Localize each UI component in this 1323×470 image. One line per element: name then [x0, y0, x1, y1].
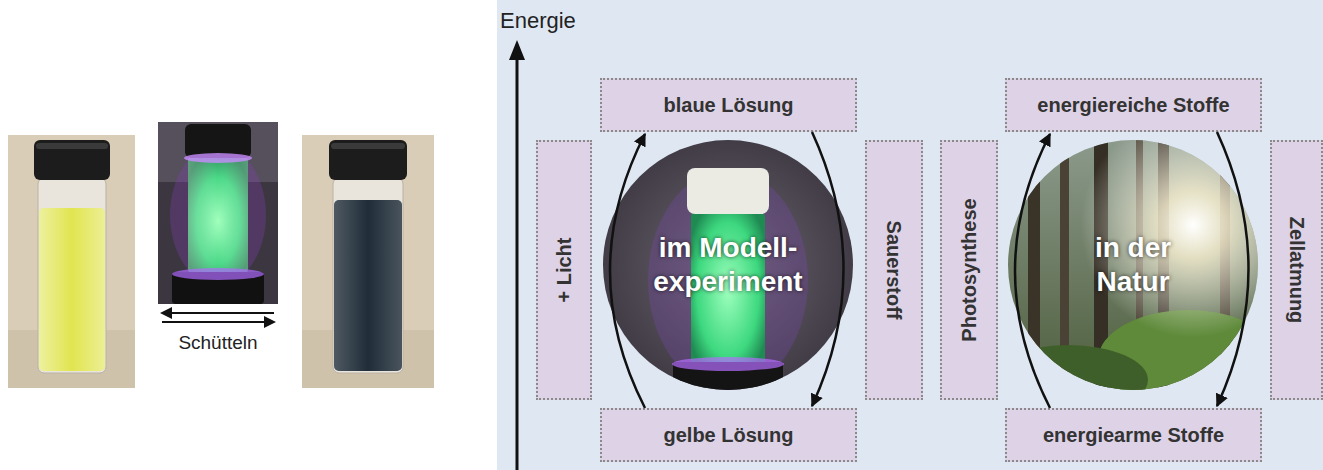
node-label: + Licht [552, 237, 576, 302]
node-label: Zellatmung [1285, 217, 1309, 324]
nature-circle: in der Natur [1008, 140, 1258, 390]
photo-yellow-vial [8, 135, 135, 388]
forest-photo [1008, 140, 1258, 390]
photo-blue-vial [302, 135, 434, 388]
state-box: gelbe Lösung [600, 408, 857, 462]
action-label: Schütteln [178, 332, 257, 354]
node-label: im Modell- experiment [638, 231, 818, 298]
node-label: energiearme Stoffe [1043, 423, 1224, 447]
model-circle: im Modell- experiment [603, 140, 853, 390]
node-label: Photosynthese [957, 198, 981, 341]
axis-label: Energie [500, 8, 576, 34]
panel [497, 0, 1323, 470]
photo-glowing-vial [158, 122, 278, 304]
state-box: energiearme Stoffe [1005, 408, 1262, 462]
node-label: gelbe Lösung [664, 423, 794, 447]
node-label: energiereiche Stoffe [1037, 93, 1229, 117]
shake-arrow [160, 307, 276, 328]
state-box: energiereiche Stoffe [1005, 78, 1262, 132]
energy-axis [516, 54, 519, 470]
axis-head [509, 40, 525, 60]
model-photo [603, 140, 853, 390]
input-box: Sauerstoff [865, 140, 923, 400]
node-label: in der Natur [1063, 231, 1203, 298]
process-box: Zellatmung [1270, 140, 1323, 400]
process-box: Photosynthese [940, 140, 998, 400]
input-box: + Licht [536, 140, 592, 400]
node-label: blaue Lösung [664, 93, 794, 117]
node-label: Sauerstoff [882, 221, 906, 320]
state-box: blaue Lösung [600, 78, 857, 132]
